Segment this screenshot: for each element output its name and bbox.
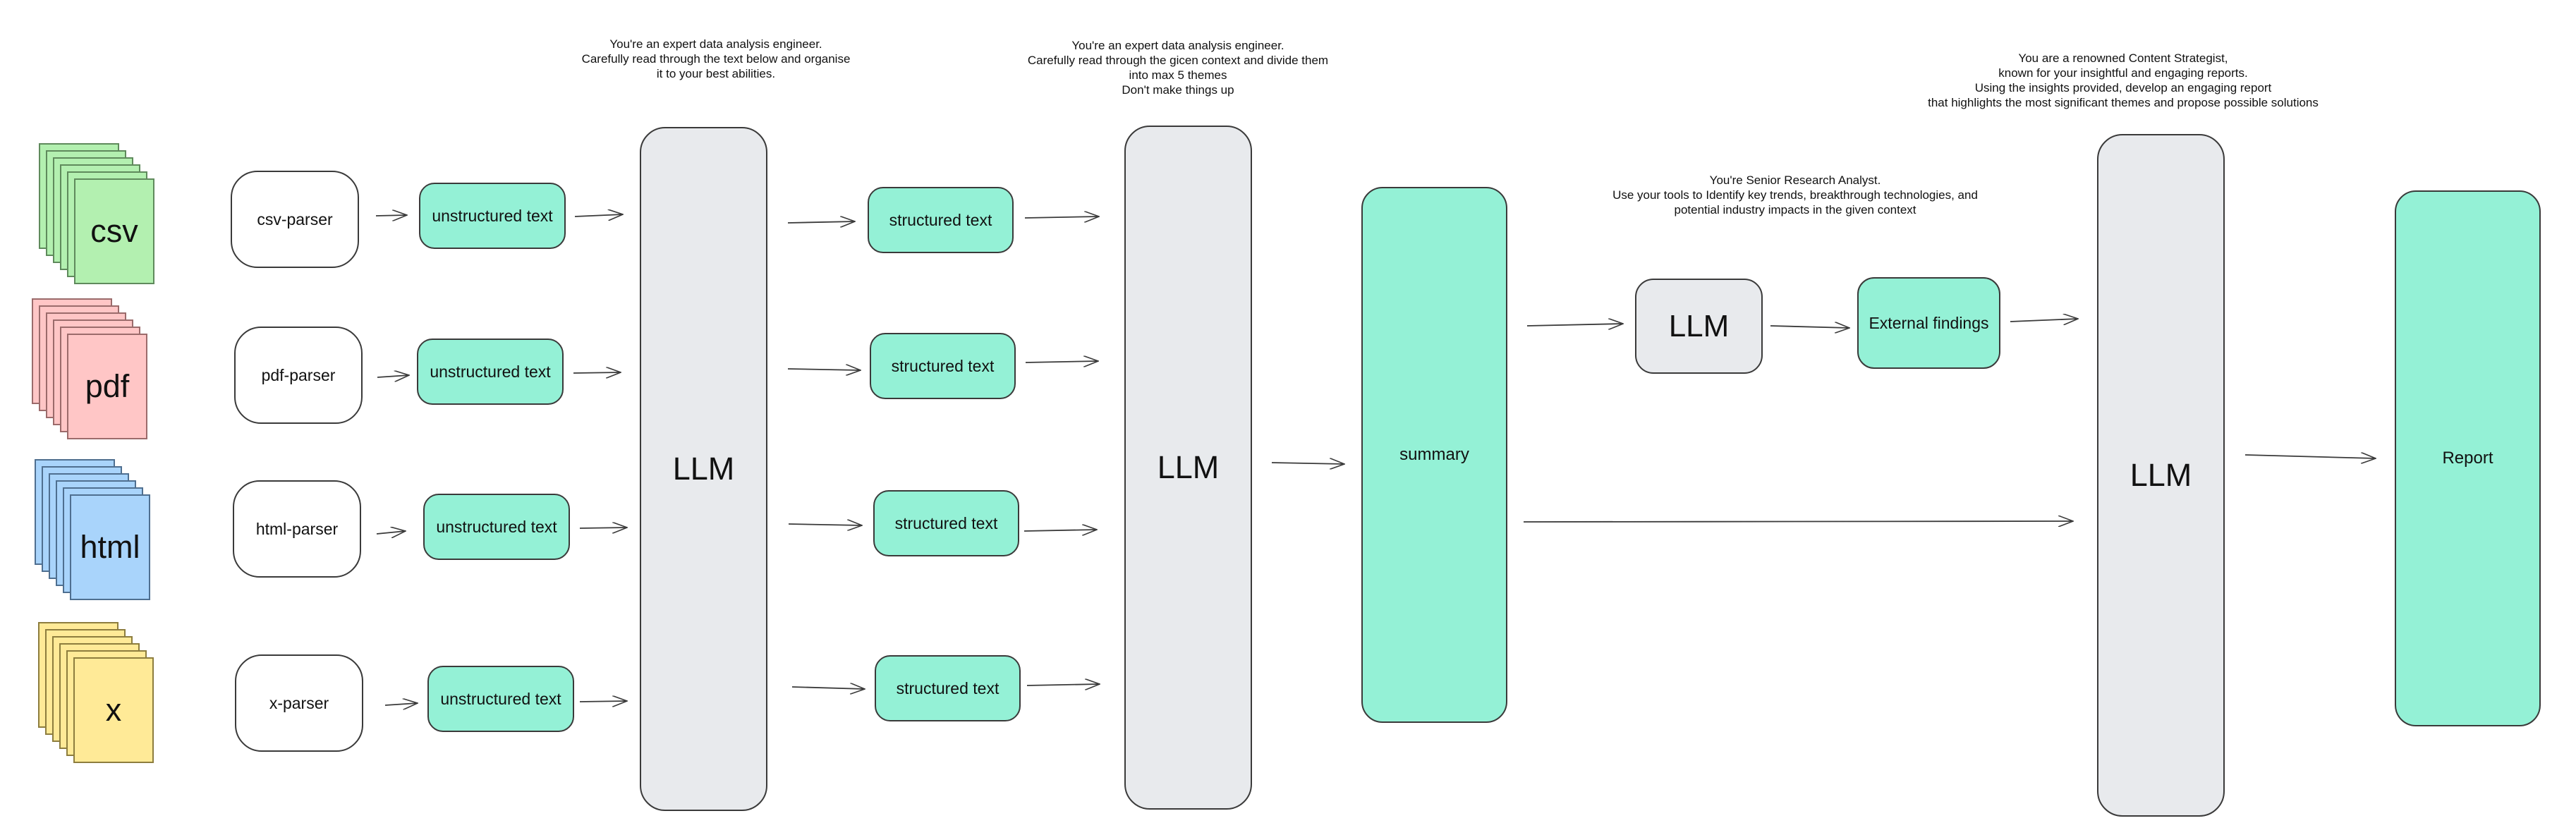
llm-themes-node: LLM xyxy=(1124,126,1252,810)
arrow xyxy=(579,701,627,702)
x-parser-node: x-parser xyxy=(235,654,363,752)
csv-parser-node: csv-parser xyxy=(231,171,359,268)
arrow xyxy=(384,703,418,705)
file-sheet xyxy=(74,178,154,284)
prompt-content: You are a renowned Content Strategist, k… xyxy=(1928,51,2319,109)
prompt-themes: You're an expert data analysis engineer.… xyxy=(1027,39,1329,97)
unstructured-text-node: unstructured text xyxy=(417,339,564,405)
file-sheet xyxy=(73,657,154,763)
html-parser-node: html-parser xyxy=(233,480,361,578)
arrow xyxy=(1526,324,1623,326)
prompt-research: You're Senior Research Analyst. Use your… xyxy=(1612,173,1978,217)
arrow xyxy=(791,687,865,689)
file-sheet xyxy=(67,334,147,439)
arrow xyxy=(1025,361,1098,362)
arrow xyxy=(375,215,407,216)
file-sheet xyxy=(70,494,150,600)
arrow xyxy=(1024,217,1099,218)
unstructured-text-node: unstructured text xyxy=(419,183,566,249)
report-node: Report xyxy=(2395,190,2541,726)
structured-text-node: structured text xyxy=(868,187,1014,253)
unstructured-text-node: unstructured text xyxy=(423,494,570,560)
file-type-label: x xyxy=(105,692,122,728)
structured-text-node: structured text xyxy=(870,333,1016,399)
arrow xyxy=(376,531,406,534)
structured-text-node: structured text xyxy=(873,490,1019,556)
arrow xyxy=(2010,319,2078,322)
pdf-parser-node: pdf-parser xyxy=(234,327,363,424)
external-findings-node: External findings xyxy=(1857,277,2000,369)
arrow xyxy=(377,375,409,377)
file-type-label: csv xyxy=(90,213,138,249)
arrow xyxy=(787,221,855,223)
arrow xyxy=(574,214,623,217)
arrow xyxy=(573,372,621,373)
unstructured-text-node: unstructured text xyxy=(427,666,574,732)
llm-research-node: LLM xyxy=(1635,279,1763,374)
arrow xyxy=(1271,463,1344,464)
file-type-label: html xyxy=(80,529,140,565)
summary-node: summary xyxy=(1361,187,1507,723)
arrow xyxy=(1026,684,1100,685)
arrow xyxy=(2244,455,2376,458)
arrow xyxy=(1770,326,1849,328)
prompt-organise: You're an expert data analysis engineer.… xyxy=(581,37,851,80)
llm-organise-node: LLM xyxy=(640,127,767,811)
file-type-label: pdf xyxy=(85,368,130,404)
arrow xyxy=(1523,521,2073,522)
arrow xyxy=(788,524,862,525)
structured-text-node: structured text xyxy=(875,655,1021,721)
arrow xyxy=(1023,530,1097,531)
arrow xyxy=(787,369,861,370)
llm-content-node: LLM xyxy=(2097,134,2225,817)
